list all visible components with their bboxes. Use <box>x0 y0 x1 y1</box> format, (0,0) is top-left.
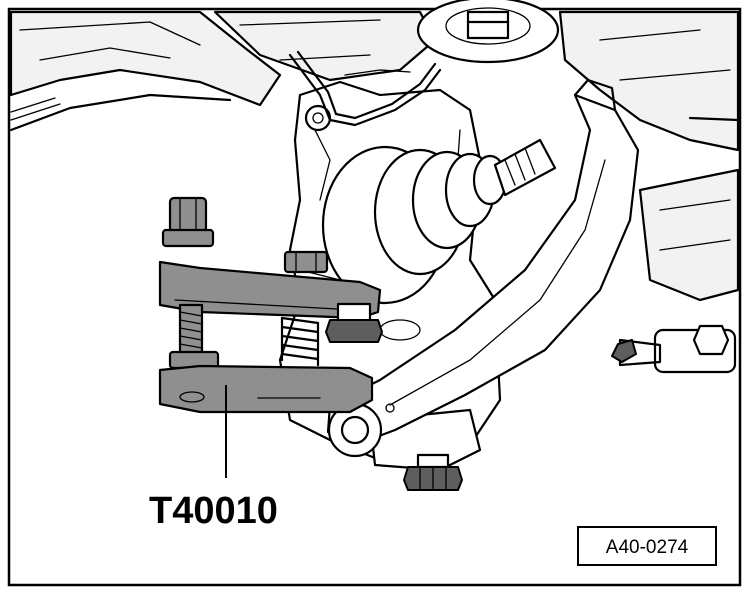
drive-shaft-boot <box>321 138 557 305</box>
strut-bracket-wire <box>288 50 442 127</box>
tool-label: T40010 <box>149 490 278 532</box>
lower-bolt <box>403 453 463 491</box>
figure-ref-label: A40-0274 <box>606 537 689 558</box>
figure-ref-box <box>577 526 717 566</box>
ball-joint-separator-tool <box>158 196 383 414</box>
background-body-structure <box>9 0 740 374</box>
